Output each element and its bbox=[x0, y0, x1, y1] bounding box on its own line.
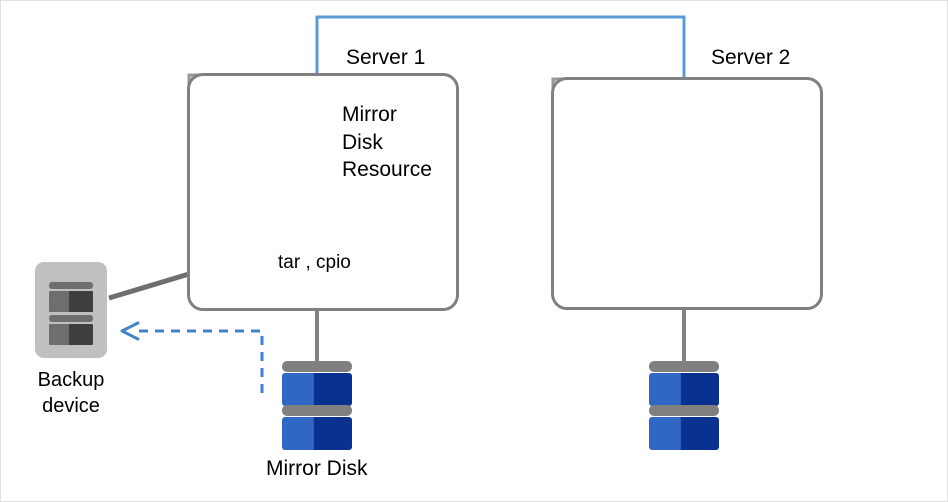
mirror-disk-resource-label-line3: Resource bbox=[342, 158, 432, 181]
server-1-label: Server 1 bbox=[346, 46, 426, 69]
server-2-box[interactable] bbox=[551, 77, 823, 310]
server-2-label: Server 2 bbox=[711, 46, 791, 69]
backup-data-flow-arrowhead bbox=[120, 321, 140, 341]
disk-stack-icon-1 bbox=[282, 361, 352, 450]
backup-device-link-line bbox=[108, 271, 190, 301]
disk-stack-icon-2 bbox=[649, 361, 719, 450]
backup-device-icon bbox=[35, 262, 107, 358]
mirror-disk-resource-label-line1: Mirror bbox=[342, 103, 397, 126]
interconnect-line bbox=[315, 15, 686, 77]
backup-device-label-line2: device bbox=[42, 395, 100, 417]
tar-cpio-label: tar , cpio bbox=[278, 252, 351, 273]
backup-device-label-line1: Backup bbox=[37, 369, 105, 391]
server-1-box[interactable] bbox=[187, 73, 459, 311]
mirror-disk-label: Mirror Disk bbox=[266, 457, 368, 480]
mirror-disk-resource-label-line2: Disk bbox=[342, 131, 383, 154]
backup-data-flow-line bbox=[134, 329, 264, 393]
